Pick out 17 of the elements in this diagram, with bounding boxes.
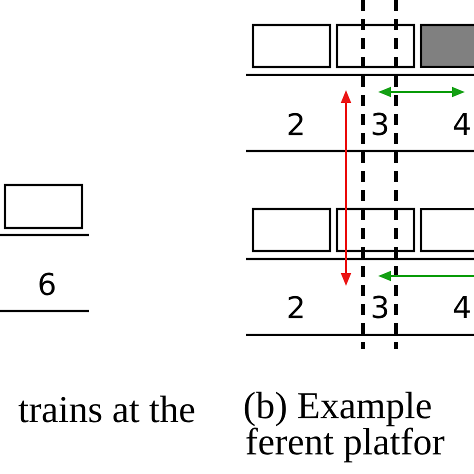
platform-number: 4: [454, 113, 470, 135]
platform-number: 3: [372, 296, 388, 318]
platform-number: 2: [288, 296, 303, 318]
platform-number: 3: [372, 112, 388, 136]
train-car: [336, 208, 416, 252]
platform-number: 4: [454, 296, 470, 318]
train-car: [4, 184, 84, 230]
train-car: [420, 208, 474, 252]
caption-text: ferent platfor: [246, 428, 444, 462]
train-car: [420, 24, 474, 68]
train-car: [252, 24, 332, 68]
platform-number: 6: [40, 272, 55, 296]
train-car: [252, 208, 332, 252]
platform-number: 2: [288, 112, 303, 136]
caption-text: (b) Example: [244, 392, 431, 426]
train-car: [336, 24, 416, 68]
caption-text: trains at the: [18, 396, 194, 422]
